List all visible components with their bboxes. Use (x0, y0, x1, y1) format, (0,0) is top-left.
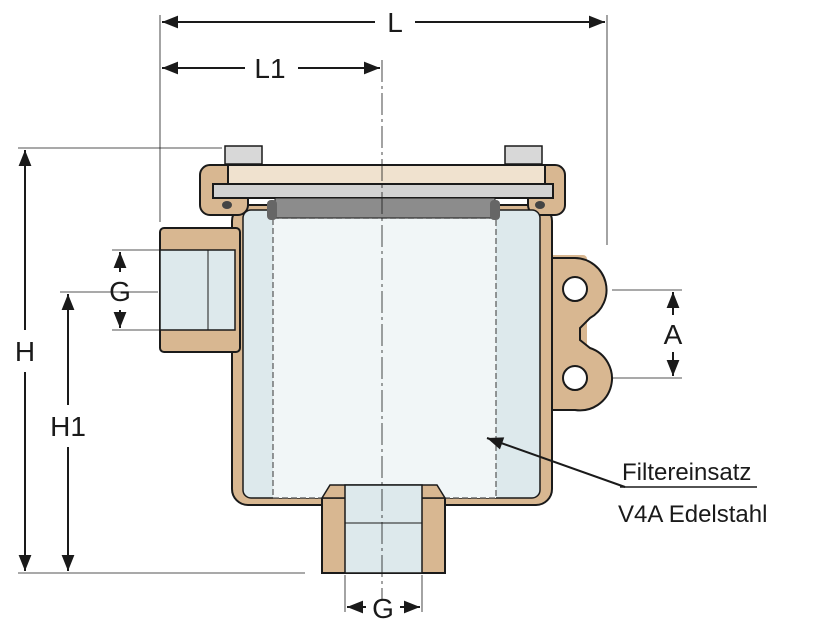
dim-H1-label: H1 (50, 411, 86, 442)
outlet-bore (344, 484, 423, 574)
dim-A-label: A (664, 319, 683, 350)
dimension-lines (18, 15, 757, 614)
filter-insert (272, 217, 497, 499)
dim-G-inlet-label: G (109, 276, 131, 307)
extension-lines (18, 15, 682, 612)
dim-L1-label: L1 (254, 53, 285, 84)
dim-H-label: H (15, 336, 35, 367)
filter-ring (274, 197, 496, 219)
annotation-line1: Filtereinsatz (622, 459, 751, 486)
dim-G-outlet-label: G (372, 593, 394, 624)
dim-L-label: L (387, 7, 403, 38)
lug-hole-lower (562, 365, 588, 391)
lid-cover (227, 164, 546, 186)
annotation-line2: V4A Edelstahl (618, 501, 767, 528)
lug-hole-upper (562, 276, 588, 302)
bolt-left (224, 145, 263, 165)
inlet-bore (159, 249, 236, 331)
bolt-right (504, 145, 543, 165)
lid-plate (212, 183, 554, 199)
